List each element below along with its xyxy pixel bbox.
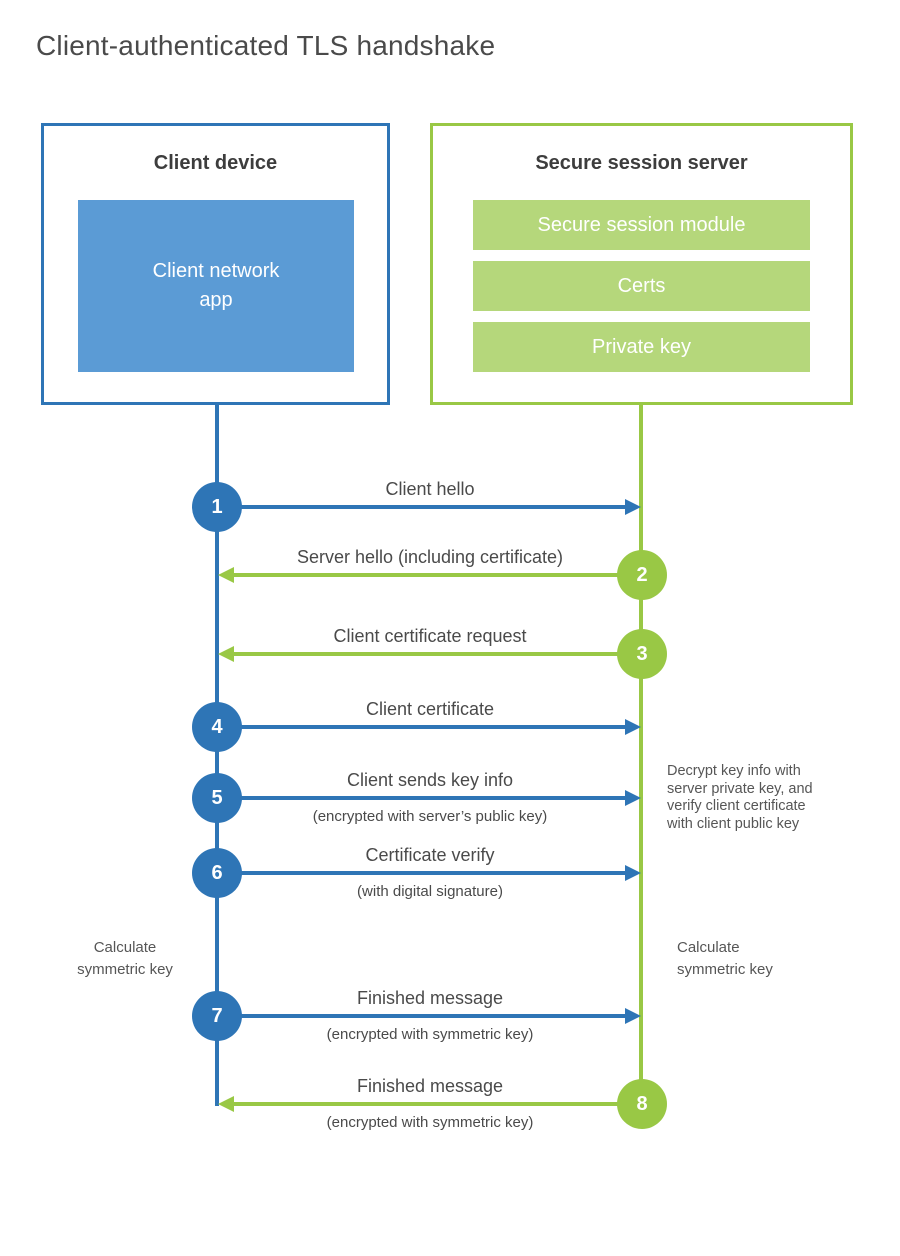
message-label-step-3: Client certificate request bbox=[333, 626, 527, 646]
message-arrow-line-step-2 bbox=[233, 573, 643, 577]
step-circle-3: 3 bbox=[617, 629, 667, 679]
step-number: 7 bbox=[211, 1004, 223, 1027]
arrowhead-icon-step-5 bbox=[625, 790, 641, 806]
client-calculate-symmetric-key-note: Calculate symmetric key bbox=[77, 939, 173, 978]
step-circle-6: 6 bbox=[192, 848, 242, 898]
message-arrow-line-step-6 bbox=[217, 871, 625, 875]
message-label-step-2: Server hello (including certificate) bbox=[296, 547, 564, 567]
message-arrow-line-step-1 bbox=[217, 505, 625, 509]
step-circle-2: 2 bbox=[617, 550, 667, 600]
message-arrow-line-step-4 bbox=[217, 725, 625, 729]
step-circle-8: 8 bbox=[617, 1079, 667, 1129]
message-arrow-line-step-5 bbox=[217, 796, 625, 800]
message-sublabel-step-7: (encrypted with symmetric key) bbox=[326, 1026, 534, 1043]
arrowhead-icon-step-1 bbox=[625, 499, 641, 515]
arrowhead-icon-step-6 bbox=[625, 865, 641, 881]
step-number: 2 bbox=[636, 563, 648, 586]
page-title: Client-authenticated TLS handshake bbox=[36, 30, 496, 61]
step-circle-4: 4 bbox=[192, 702, 242, 752]
message-sublabel-step-5: (encrypted with server’s public key) bbox=[312, 808, 548, 825]
message-label-step-7: Finished message bbox=[356, 988, 504, 1008]
arrowhead-icon-step-2 bbox=[218, 567, 234, 583]
message-label-step-1: Client hello bbox=[385, 479, 475, 499]
client-network-app-module: Client network app bbox=[78, 200, 354, 372]
message-sublabel-step-6: (with digital signature) bbox=[357, 883, 503, 900]
arrowhead-icon-step-4 bbox=[625, 719, 641, 735]
message-label-step-6: Certificate verify bbox=[365, 845, 495, 865]
step-number: 4 bbox=[211, 715, 223, 738]
step-number: 3 bbox=[636, 642, 648, 665]
message-label-step-4: Client certificate bbox=[365, 699, 495, 719]
message-arrow-line-step-7 bbox=[217, 1014, 625, 1018]
step-circle-5: 5 bbox=[192, 773, 242, 823]
server-title: Secure session server bbox=[535, 152, 748, 174]
message-arrow-line-step-8 bbox=[233, 1102, 643, 1106]
message-label-step-5: Client sends key info bbox=[346, 770, 514, 790]
step-number: 1 bbox=[211, 495, 223, 518]
step-circle-7: 7 bbox=[192, 991, 242, 1041]
step-number: 5 bbox=[211, 786, 223, 809]
server-module-certs: Certs bbox=[473, 261, 810, 311]
arrowhead-icon-step-8 bbox=[218, 1096, 234, 1112]
server-module-private-key: Private key bbox=[473, 322, 810, 372]
arrowhead-icon-step-7 bbox=[625, 1008, 641, 1024]
message-arrow-line-step-3 bbox=[233, 652, 643, 656]
client-lifeline bbox=[215, 405, 219, 1106]
server-decrypt-note: Decrypt key info with server private key… bbox=[667, 763, 813, 832]
arrowhead-icon-step-3 bbox=[218, 646, 234, 662]
server-calculate-symmetric-key-note: Calculate symmetric key bbox=[677, 939, 773, 978]
message-label-step-8: Finished message bbox=[356, 1076, 504, 1096]
message-sublabel-step-8: (encrypted with symmetric key) bbox=[326, 1114, 534, 1131]
step-number: 6 bbox=[211, 861, 223, 884]
server-lifeline bbox=[639, 405, 643, 1104]
client-device-title: Client device bbox=[153, 152, 278, 174]
step-circle-1: 1 bbox=[192, 482, 242, 532]
step-number: 8 bbox=[636, 1092, 648, 1115]
server-module-secure-session-module: Secure session module bbox=[473, 200, 810, 250]
